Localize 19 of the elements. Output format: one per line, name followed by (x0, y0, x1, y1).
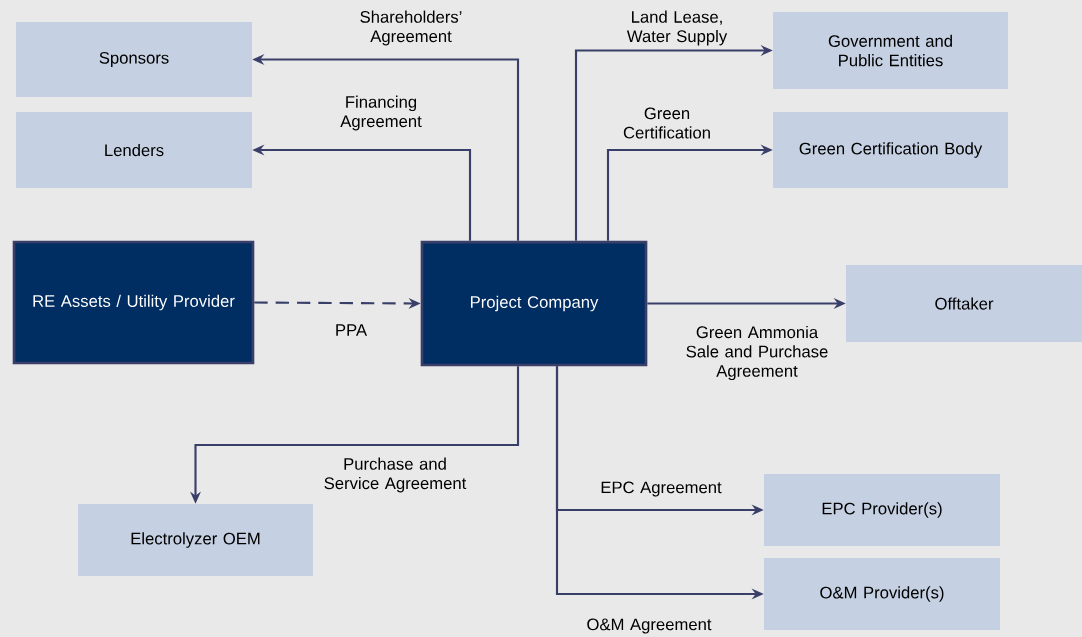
edge-label: PPA (336, 324, 368, 336)
edge-label: O&M Agreement (587, 618, 712, 634)
party-box: EPC Provider(s) (764, 474, 1000, 546)
edge-label: Financing Agreement (340, 95, 422, 131)
edge-label: Land Lease, Water Supply (626, 10, 728, 46)
edge-label: Green Ammonia Sale and Purchase Agreement (686, 325, 828, 381)
edge-label: Purchase and Service Agreement (324, 457, 467, 493)
party-box: Green Certification Body (773, 112, 1008, 188)
edge-label: Green Certification (623, 107, 710, 139)
party-box: Project Company (420, 240, 648, 367)
party-box: Offtaker (846, 264, 1082, 343)
party-box: Government and Public Entities (773, 11, 1008, 90)
party-box: Lenders (16, 112, 252, 188)
party-box: Sponsors (16, 22, 252, 97)
party-box: O&M Provider(s) (764, 558, 1000, 630)
party-box: Electrolyzer OEM (78, 504, 313, 576)
party-box: RE Assets / Utility Provider (12, 240, 255, 365)
edge-label: EPC Agreement (601, 481, 722, 497)
edge-label: Shareholders’ Agreement (360, 10, 462, 46)
